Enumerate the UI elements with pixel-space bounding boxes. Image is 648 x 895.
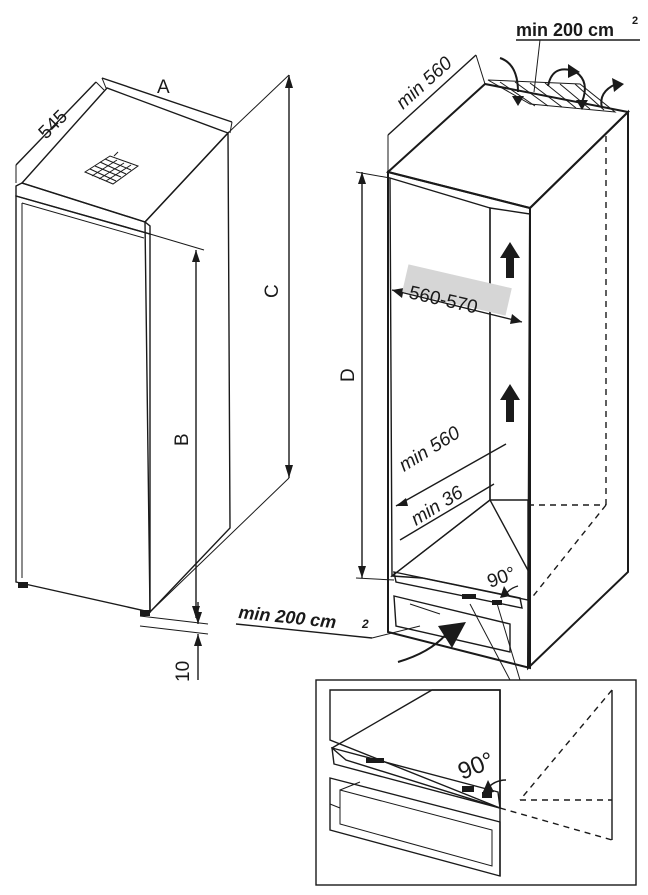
door-height-label: B bbox=[172, 433, 193, 446]
cabinet-depth-label: min 560 bbox=[392, 53, 457, 114]
bottom-vent-area-label: min 200 cm 2 bbox=[235, 602, 421, 639]
bottom-rail bbox=[393, 571, 523, 609]
cabinet-depth-dimension-line bbox=[387, 54, 477, 136]
appliance-top-face bbox=[20, 87, 230, 223]
appliance-side-face bbox=[144, 131, 231, 614]
rear-gap-label: min 36 bbox=[408, 482, 468, 530]
top-vent-grille-icon bbox=[487, 79, 617, 113]
top-vent-superscript: 2 bbox=[632, 15, 638, 27]
bottom-vent-superscript: 2 bbox=[361, 617, 369, 631]
top-airflow-arrows-icon bbox=[499, 57, 624, 110]
bottom-vent-text: min 200 cm bbox=[238, 602, 338, 632]
niche-height-label: D bbox=[338, 368, 359, 382]
inner-depth-label: min 560 bbox=[396, 422, 465, 476]
top-vent-text: min 200 cm bbox=[516, 20, 614, 40]
rear-gap-dimension-line bbox=[399, 483, 495, 541]
appliance-figure: 545 A C B 10 bbox=[15, 74, 293, 682]
niche-floor bbox=[390, 499, 529, 601]
width-label: A bbox=[157, 77, 170, 98]
inner-airflow-arrows-icon bbox=[500, 242, 520, 422]
cabinet-front-frame bbox=[387, 170, 531, 670]
niche-figure: min 560 min 200 cm 2 D bbox=[235, 15, 640, 681]
detail-frame bbox=[315, 679, 637, 886]
height-label: C bbox=[262, 284, 283, 298]
plinth-opening bbox=[393, 595, 511, 653]
appliance-top-rail bbox=[15, 182, 151, 235]
gap-label: 10 bbox=[173, 661, 194, 682]
top-grille-icon bbox=[83, 151, 140, 185]
depth-dimension-line bbox=[15, 81, 97, 166]
bottom-airflow-arrow-icon bbox=[397, 622, 466, 663]
detail-angle-label: 90° bbox=[454, 747, 498, 786]
inner-depth-dimension-line bbox=[395, 443, 507, 507]
appliance-door bbox=[15, 195, 151, 613]
detail-inset: 90° bbox=[315, 679, 637, 886]
niche-width-dimension-line bbox=[391, 289, 523, 323]
width-dimension-line bbox=[101, 77, 233, 123]
top-vent-area-label: min 200 cm 2 bbox=[516, 15, 640, 93]
